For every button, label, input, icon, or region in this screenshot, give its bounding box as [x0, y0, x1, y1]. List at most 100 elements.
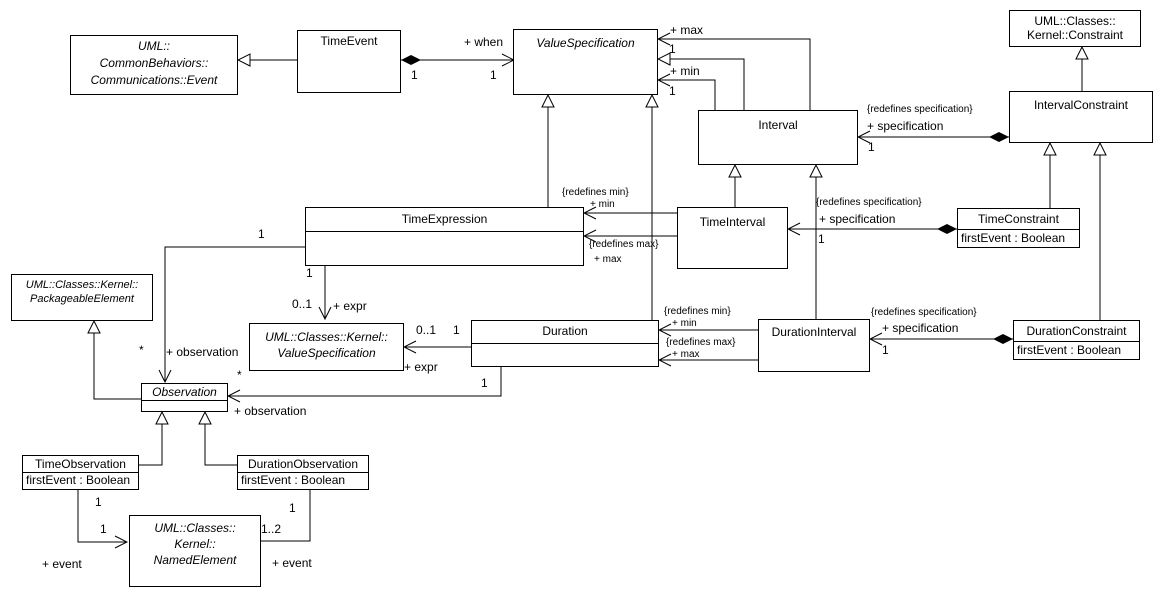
- role-label: + observation: [234, 404, 307, 418]
- multiplicity-label: 1: [289, 501, 296, 515]
- multiplicity-label: 1: [95, 495, 102, 509]
- class-kernel-value-specification[interactable]: UML::Classes::Kernel:: ValueSpecificatio…: [249, 323, 404, 371]
- class-name: UML::Classes:: Kernel:: NamedElement: [153, 521, 237, 567]
- constraint-label: {redefines min}: [664, 306, 731, 317]
- compartment-divider: [23, 472, 138, 473]
- class-name: TimeInterval: [699, 215, 766, 229]
- class-name: UML:: CommonBehaviors:: Communications::…: [90, 39, 218, 87]
- class-attribute: firstEvent : Boolean: [241, 473, 346, 487]
- class-duration[interactable]: Duration: [471, 320, 659, 367]
- class-name: TimeEvent: [320, 34, 378, 48]
- assoc-duration-observation: [228, 367, 502, 396]
- class-attribute: firstEvent : Boolean: [26, 473, 131, 487]
- compartment-divider: [238, 472, 368, 473]
- assoc-interval-max: [658, 39, 811, 110]
- assoc-interval-min: [658, 80, 716, 110]
- multiplicity-label: *: [237, 368, 242, 382]
- multiplicity-label: 1: [868, 140, 875, 154]
- multiplicity-label: *: [139, 343, 144, 357]
- class-time-interval[interactable]: TimeInterval: [677, 207, 788, 269]
- class-name: DurationObservation: [247, 457, 359, 471]
- multiplicity-label: 1: [669, 84, 676, 98]
- multiplicity-label: 1: [306, 266, 313, 280]
- multiplicity-label: 0..1: [292, 297, 313, 311]
- class-time-event[interactable]: TimeEvent: [297, 30, 401, 93]
- multiplicity-label: 1: [669, 42, 676, 56]
- assoc-do-event: [247, 489, 311, 541]
- class-attribute: firstEvent : Boolean: [961, 231, 1066, 245]
- role-label: + specification: [882, 321, 959, 335]
- class-name: UML::Classes:: Kernel::Constraint: [1026, 14, 1124, 42]
- role-label: + expr: [404, 360, 438, 374]
- class-duration-constraint[interactable]: DurationConstraint firstEvent : Boolean: [1013, 320, 1140, 360]
- class-time-expression[interactable]: TimeExpression: [305, 207, 584, 266]
- class-name: DurationInterval: [771, 325, 857, 339]
- class-duration-interval[interactable]: DurationInterval: [758, 319, 870, 372]
- class-time-constraint[interactable]: TimeConstraint firstEvent : Boolean: [957, 208, 1080, 248]
- role-label: + specification: [867, 119, 944, 133]
- class-interval-constraint[interactable]: IntervalConstraint: [1009, 91, 1153, 143]
- class-name: IntervalConstraint: [1033, 98, 1129, 112]
- constraint-label: {redefines max}: [589, 239, 659, 250]
- class-name: ValueSpecification: [536, 36, 635, 50]
- class-observation[interactable]: Observation: [141, 383, 228, 412]
- multiplicity-label: 1: [481, 376, 488, 390]
- class-time-observation[interactable]: TimeObservation firstEvent : Boolean: [22, 455, 139, 490]
- constraint-label: {redefines specification}: [867, 104, 973, 115]
- class-name: Duration: [542, 324, 588, 338]
- class-value-specification[interactable]: ValueSpecification: [513, 29, 658, 95]
- multiplicity-label: 1: [490, 68, 497, 82]
- role-label: + max: [672, 349, 700, 360]
- class-name: UML::Classes::Kernel:: ValueSpecificatio…: [265, 330, 388, 360]
- class-name: TimeConstraint: [978, 212, 1059, 226]
- class-named-element[interactable]: UML::Classes:: Kernel:: NamedElement: [129, 515, 261, 587]
- compartment-divider: [1014, 341, 1139, 342]
- multiplicity-label: 1: [411, 68, 418, 82]
- role-label: + event: [42, 557, 82, 571]
- gen-interval-valuespec: [658, 59, 745, 110]
- class-name: Observation: [152, 385, 217, 399]
- compartment-divider: [142, 400, 227, 401]
- multiplicity-label: 1: [258, 227, 265, 241]
- gen-observation-pe: [94, 321, 141, 400]
- gen-timeobs-observation: [139, 412, 162, 466]
- role-label: + max: [670, 23, 704, 37]
- class-event[interactable]: UML:: CommonBehaviors:: Communications::…: [70, 35, 238, 95]
- class-constraint[interactable]: UML::Classes:: Kernel::Constraint: [1009, 10, 1141, 47]
- role-label: + expr: [333, 299, 367, 313]
- class-interval[interactable]: Interval: [698, 110, 858, 165]
- role-label: + observation: [166, 345, 239, 359]
- role-label: + max: [594, 254, 622, 265]
- role-label: + when: [464, 35, 504, 49]
- constraint-label: {redefines specification}: [816, 197, 922, 208]
- multiplicity-label: 1: [818, 232, 825, 246]
- class-name: DurationConstraint: [1026, 324, 1127, 338]
- compartment-divider: [958, 229, 1079, 230]
- multiplicity-label: 0..1: [416, 323, 437, 337]
- class-attribute: firstEvent : Boolean: [1017, 343, 1122, 357]
- role-label: + min: [672, 318, 697, 329]
- class-name: UML::Classes::Kernel:: PackageableElemen…: [25, 279, 139, 305]
- role-label: + min: [590, 199, 615, 210]
- multiplicity-label: 1: [100, 522, 107, 536]
- class-duration-observation[interactable]: DurationObservation firstEvent : Boolean: [237, 455, 369, 490]
- multiplicity-label: 1..2: [261, 522, 282, 536]
- role-label: + event: [272, 556, 312, 570]
- gen-durobs-observation: [205, 412, 237, 466]
- class-name: TimeExpression: [401, 212, 488, 226]
- class-name: Interval: [758, 118, 798, 132]
- assoc-to-event: [77, 489, 127, 542]
- multiplicity-label: 1: [882, 343, 889, 357]
- multiplicity-label: 1: [453, 323, 460, 337]
- class-name: TimeObservation: [35, 457, 126, 471]
- role-label: + min: [670, 64, 700, 78]
- constraint-label: {redefines min}: [562, 187, 629, 198]
- assoc-te-observation: [165, 246, 305, 382]
- compartment-divider: [306, 231, 583, 232]
- role-label: + specification: [819, 212, 896, 226]
- constraint-label: {redefines max}: [666, 337, 736, 348]
- constraint-label: {redefines specification}: [871, 307, 977, 318]
- compartment-divider: [472, 343, 658, 344]
- class-packageable-element[interactable]: UML::Classes::Kernel:: PackageableElemen…: [11, 274, 153, 321]
